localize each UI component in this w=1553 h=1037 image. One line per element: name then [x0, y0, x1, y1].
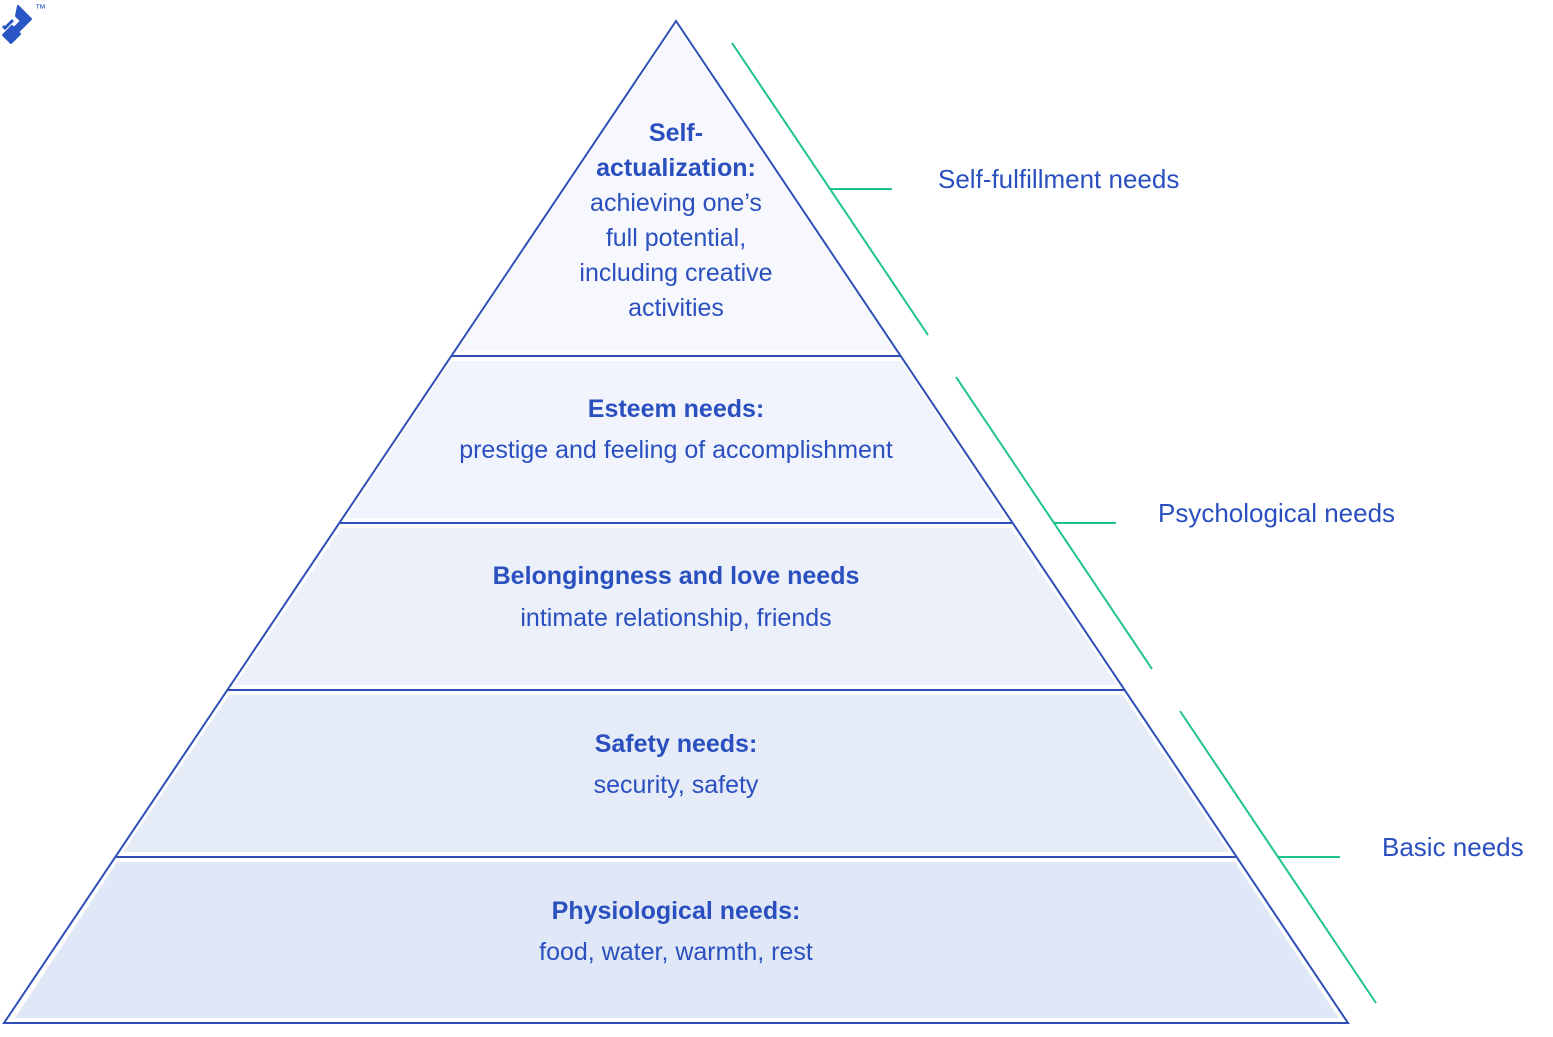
tier-esteem: Esteem needs: prestige and feeling of ac… [459, 395, 893, 464]
tier-fill-self-actualization [457, 26, 895, 351]
tier-fill-esteem [347, 361, 1005, 518]
tier-description: intimate relationship, friends [520, 604, 831, 632]
tier-safety: Safety needs: security, safety [594, 730, 759, 799]
group-label-psychological: Psychological needs [1158, 498, 1395, 528]
toptal-logo-icon: ™ [1, 3, 46, 44]
pyramid-tier-fills [15, 26, 1339, 1018]
group-label-basic: Basic needs [1382, 832, 1524, 862]
pyramid-outline [2, 19, 1350, 1024]
tier-fill-belongingness [235, 528, 1117, 685]
tier-title: Belongingness and love needs [493, 562, 860, 590]
tier-description: activities [628, 294, 724, 322]
tier-fill-physiological [15, 862, 1339, 1018]
tier-title: Safety needs: [595, 730, 758, 758]
tier-self-actualization: Self- actualization: achieving one’s ful… [579, 119, 772, 322]
tier-title: Physiological needs: [552, 897, 801, 925]
tier-description: prestige and feeling of accomplishment [459, 436, 893, 464]
tier-belongingness: Belongingness and love needs intimate re… [493, 562, 860, 632]
tier-title: Esteem needs: [588, 395, 764, 423]
bracket-basic [1179, 710, 1377, 1004]
tier-description: full potential, [606, 224, 746, 252]
tier-description: food, water, warmth, rest [539, 938, 813, 966]
tier-description: security, safety [594, 771, 759, 799]
tier-title: Self- [649, 119, 703, 147]
tier-title: actualization: [596, 154, 756, 182]
bracket-psychological [955, 376, 1153, 670]
tier-fill-safety [123, 695, 1229, 852]
tier-description: achieving one’s [590, 189, 762, 217]
tier-physiological: Physiological needs: food, water, warmth… [539, 897, 813, 966]
trademark-symbol: ™ [35, 3, 46, 15]
tier-description: including creative [579, 259, 772, 287]
group-label-self-fulfillment: Self-fulfillment needs [938, 164, 1179, 194]
group-brackets [731, 42, 1377, 1004]
bracket-self-fulfillment [731, 42, 929, 336]
group-labels: Self-fulfillment needs Psychological nee… [938, 164, 1524, 862]
